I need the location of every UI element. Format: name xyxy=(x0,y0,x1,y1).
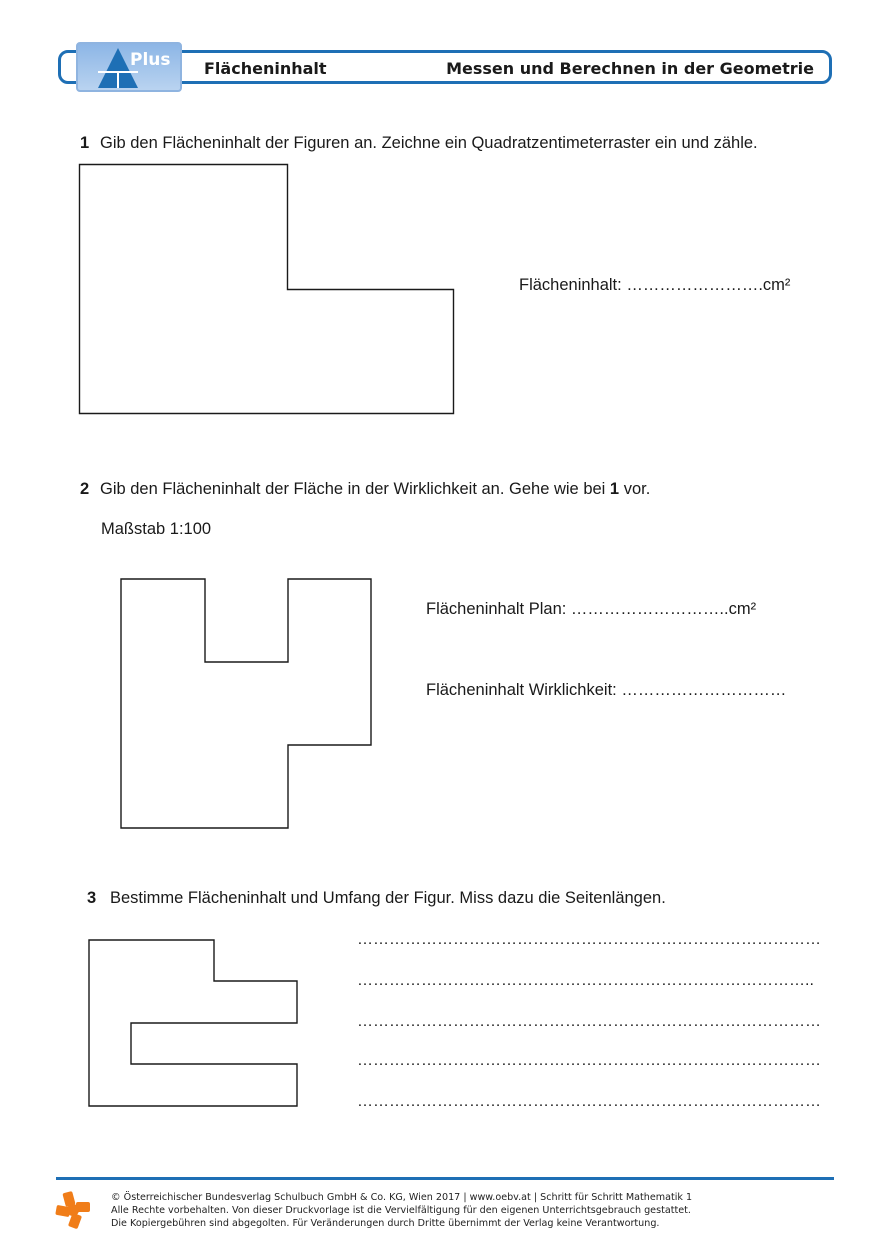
task-number: 3 xyxy=(87,889,97,907)
logo-text: Plus xyxy=(130,50,171,70)
task-2-figure xyxy=(120,578,372,829)
answer-line-4[interactable]: …………………………………………………………………………… xyxy=(357,1052,821,1069)
task-number: 1 xyxy=(80,134,90,152)
task-3-instruction: 3 Bestimme Flächeninhalt und Umfang der F… xyxy=(87,889,666,908)
footer-line-1: © Österreichischer Bundesverlag Schulbuc… xyxy=(111,1192,693,1203)
answer-line-2[interactable]: ………………………………………………………………………….. xyxy=(357,972,814,989)
answer-line-5[interactable]: …………………………………………………………………………… xyxy=(357,1093,821,1110)
header-frame xyxy=(58,50,832,84)
answer-line-1[interactable]: …………………………………………………………………………… xyxy=(357,931,821,948)
footer-line-2: Alle Rechte vorbehalten. Von dieser Druc… xyxy=(111,1205,691,1216)
task-text-b: vor. xyxy=(619,480,651,498)
footer-divider xyxy=(56,1177,834,1180)
task-1-instruction: 1 Gib den Flächeninhalt der Figuren an. Z… xyxy=(80,134,758,153)
answer-line-3[interactable]: …………………………………………………………………………… xyxy=(357,1013,821,1030)
task-1-answer-field[interactable]: Flächeninhalt: …………………….cm² xyxy=(519,276,791,294)
task-3-figure xyxy=(88,939,298,1107)
scale-label: Maßstab 1:100 xyxy=(101,520,212,538)
task-text-a: Gib den Flächeninhalt der Fläche in der … xyxy=(100,480,610,498)
footer-line-3: Die Kopiergebühren sind abgegolten. Für … xyxy=(111,1218,660,1229)
task-text: Bestimme Flächeninhalt und Umfang der Fi… xyxy=(110,889,666,907)
task-2-plan-answer[interactable]: Flächeninhalt Plan: ………………………..cm² xyxy=(426,600,757,618)
task-reference: 1 xyxy=(609,480,620,498)
topic-title: Flächeninhalt xyxy=(204,59,327,78)
footer-copyright: © Österreichischer Bundesverlag Schulbuc… xyxy=(111,1191,692,1230)
task-number: 2 xyxy=(80,480,90,498)
task-text: Gib den Flächeninhalt der Figuren an. Ze… xyxy=(100,134,758,152)
plus-logo: Plus xyxy=(76,42,182,92)
task-1-figure xyxy=(78,163,455,415)
publisher-logo-icon xyxy=(55,1191,90,1229)
chapter-title: Messen und Berechnen in der Geometrie xyxy=(446,59,814,78)
task-2-instruction: 2 Gib den Flächeninhalt der Fläche in der… xyxy=(80,480,650,499)
triangle-logo-icon xyxy=(98,48,138,88)
task-2-real-answer[interactable]: Flächeninhalt Wirklichkeit: ………………………… xyxy=(426,681,787,699)
